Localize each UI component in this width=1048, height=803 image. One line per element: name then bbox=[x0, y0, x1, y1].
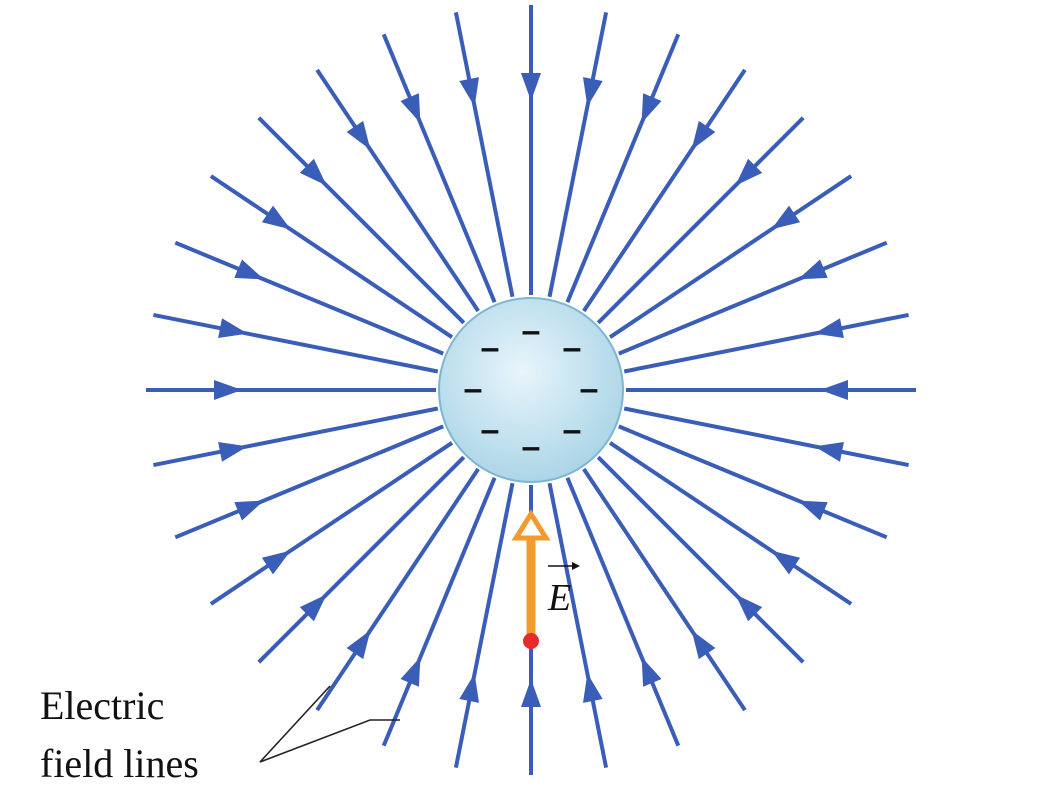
field-line-arrowhead bbox=[459, 673, 479, 703]
field-line-arrowhead bbox=[735, 594, 763, 622]
field-line bbox=[596, 116, 805, 325]
field-line-arrowhead bbox=[814, 442, 844, 462]
field-line-arrowhead bbox=[583, 673, 603, 703]
negative-charge-sign: – bbox=[580, 370, 599, 408]
field-line bbox=[623, 406, 909, 468]
field-line-arrowhead bbox=[735, 158, 763, 186]
field-line bbox=[174, 240, 444, 356]
negative-charge-sign: – bbox=[522, 312, 541, 350]
field-line-arrowhead bbox=[261, 550, 291, 575]
field-line-arrowhead bbox=[234, 500, 264, 521]
field-line bbox=[381, 477, 497, 747]
field-line bbox=[608, 174, 853, 339]
field-line bbox=[257, 455, 466, 664]
field-line bbox=[174, 424, 444, 540]
negative-charge-sign: – bbox=[481, 411, 500, 449]
negative-charge-sign: – bbox=[563, 329, 582, 367]
field-line bbox=[596, 455, 805, 664]
field-line-arrowhead bbox=[459, 77, 479, 107]
field-line-arrowhead bbox=[820, 380, 848, 400]
field-line bbox=[623, 312, 909, 374]
field-line-arrowhead bbox=[400, 657, 421, 687]
field-line bbox=[209, 441, 454, 606]
field-line-arrowhead bbox=[691, 630, 716, 660]
electric-field-lines bbox=[146, 5, 916, 775]
field-line bbox=[453, 12, 515, 298]
negative-charge-sign: – bbox=[481, 329, 500, 367]
field-line-arrowhead bbox=[299, 158, 327, 186]
field-line-arrowhead bbox=[771, 550, 801, 575]
field-line bbox=[257, 116, 466, 325]
negative-charge-sign: – bbox=[563, 411, 582, 449]
field-line bbox=[547, 12, 609, 298]
field-line-arrowhead bbox=[521, 679, 541, 707]
negative-charge-sign: – bbox=[522, 428, 541, 466]
caption-electric: Electric bbox=[40, 683, 165, 728]
field-line bbox=[381, 33, 497, 303]
caption-pointer-lines bbox=[259, 685, 400, 763]
field-line bbox=[565, 477, 681, 747]
field-line-arrowhead bbox=[798, 500, 828, 521]
field-line-arrowhead bbox=[234, 259, 264, 280]
field-line-arrowhead bbox=[771, 205, 801, 230]
field-line-arrowhead bbox=[798, 259, 828, 280]
field-line-arrowhead bbox=[641, 93, 662, 123]
field-line bbox=[315, 467, 480, 712]
field-line-arrowhead bbox=[400, 93, 421, 123]
negative-charge-sign: – bbox=[464, 370, 483, 408]
field-line-arrowhead bbox=[346, 120, 371, 150]
field-line bbox=[209, 174, 454, 339]
field-line bbox=[453, 482, 515, 768]
field-line bbox=[582, 467, 747, 712]
field-line-arrowhead bbox=[521, 73, 541, 101]
test-charge-dot bbox=[523, 633, 539, 649]
field-line-arrowhead bbox=[691, 120, 716, 150]
field-line-arrowhead bbox=[346, 630, 371, 660]
field-line bbox=[618, 240, 888, 356]
caption-field-lines: field lines bbox=[40, 741, 199, 786]
field-line-arrowhead bbox=[583, 77, 603, 107]
field-line-arrowhead bbox=[299, 594, 327, 622]
field-line bbox=[153, 406, 439, 468]
field-line-arrowhead bbox=[814, 318, 844, 338]
negative-charge-signs: –––––––– bbox=[464, 312, 599, 466]
field-line bbox=[582, 68, 747, 313]
field-line-arrowhead bbox=[261, 205, 291, 230]
vector-symbol: E bbox=[547, 577, 571, 619]
field-line-arrowhead bbox=[641, 657, 662, 687]
field-line-arrowhead bbox=[218, 318, 248, 338]
vector-label-e: E bbox=[547, 562, 580, 619]
field-line-arrowhead bbox=[218, 442, 248, 462]
field-line bbox=[547, 482, 609, 768]
field-line bbox=[315, 68, 480, 313]
field-line-arrowhead bbox=[214, 380, 242, 400]
field-line bbox=[618, 424, 888, 540]
field-line bbox=[608, 441, 853, 606]
field-line bbox=[153, 312, 439, 374]
electric-field-vector bbox=[511, 509, 551, 649]
field-line bbox=[565, 33, 681, 303]
negatively-charged-sphere bbox=[438, 297, 624, 483]
